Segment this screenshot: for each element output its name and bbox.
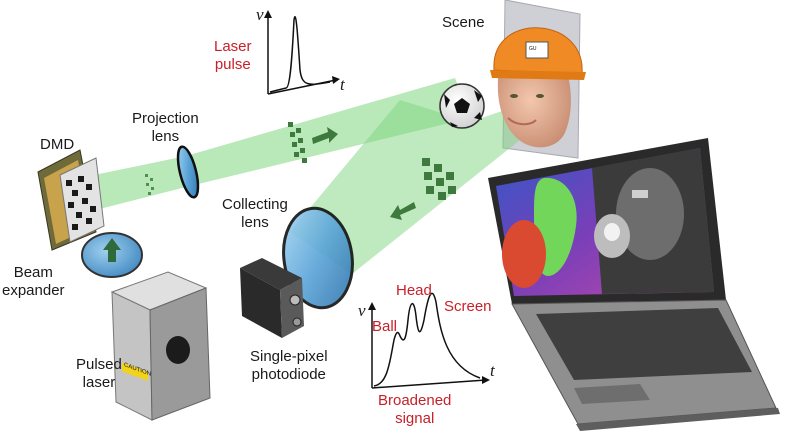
projection-lens bbox=[176, 145, 200, 199]
beam-pattern-return bbox=[422, 158, 456, 200]
soccer-ball bbox=[439, 83, 485, 129]
pulsed-laser: CAUTION bbox=[110, 271, 211, 421]
beam-pattern-mid bbox=[288, 122, 307, 163]
axis-v-bottom: v bbox=[358, 301, 366, 320]
mannequin-head: GU bbox=[490, 27, 586, 148]
photodiode-label: Single-pixel photodiode bbox=[250, 348, 328, 383]
collecting-lens-label: Collecting lens bbox=[222, 196, 288, 231]
dmd-label: DMD bbox=[40, 136, 75, 153]
ball-peak-label: Ball bbox=[372, 318, 398, 335]
head-peak-label: Head bbox=[396, 282, 432, 299]
laser-pulse-label: Laser pulse bbox=[214, 38, 252, 73]
axis-t-bottom: t bbox=[490, 361, 495, 380]
projection-beam bbox=[70, 78, 470, 215]
laptop bbox=[488, 138, 780, 431]
pulsed-laser-label: Pulsed laser bbox=[76, 356, 122, 391]
axis-t-top: t bbox=[340, 75, 345, 94]
helmet-label: GU bbox=[529, 46, 537, 52]
dmd-device bbox=[37, 149, 105, 251]
photodiode bbox=[240, 258, 304, 338]
beam-pattern-small bbox=[145, 174, 154, 195]
scene-label: Scene bbox=[442, 14, 485, 31]
laser-pulse-graph bbox=[264, 10, 340, 95]
broadened-signal-label: Broadened signal bbox=[378, 392, 452, 427]
return-arrow bbox=[390, 202, 416, 220]
projection-lens-label: Projection lens bbox=[132, 110, 199, 145]
screen-peak-label: Screen bbox=[444, 298, 492, 315]
axis-v-top: v bbox=[256, 5, 264, 24]
return-beam bbox=[290, 100, 520, 274]
forward-arrow bbox=[312, 127, 338, 144]
beam-expander-label: Beam expander bbox=[2, 264, 65, 299]
broadened-signal-graph bbox=[368, 292, 490, 389]
beam-expander bbox=[81, 232, 143, 278]
